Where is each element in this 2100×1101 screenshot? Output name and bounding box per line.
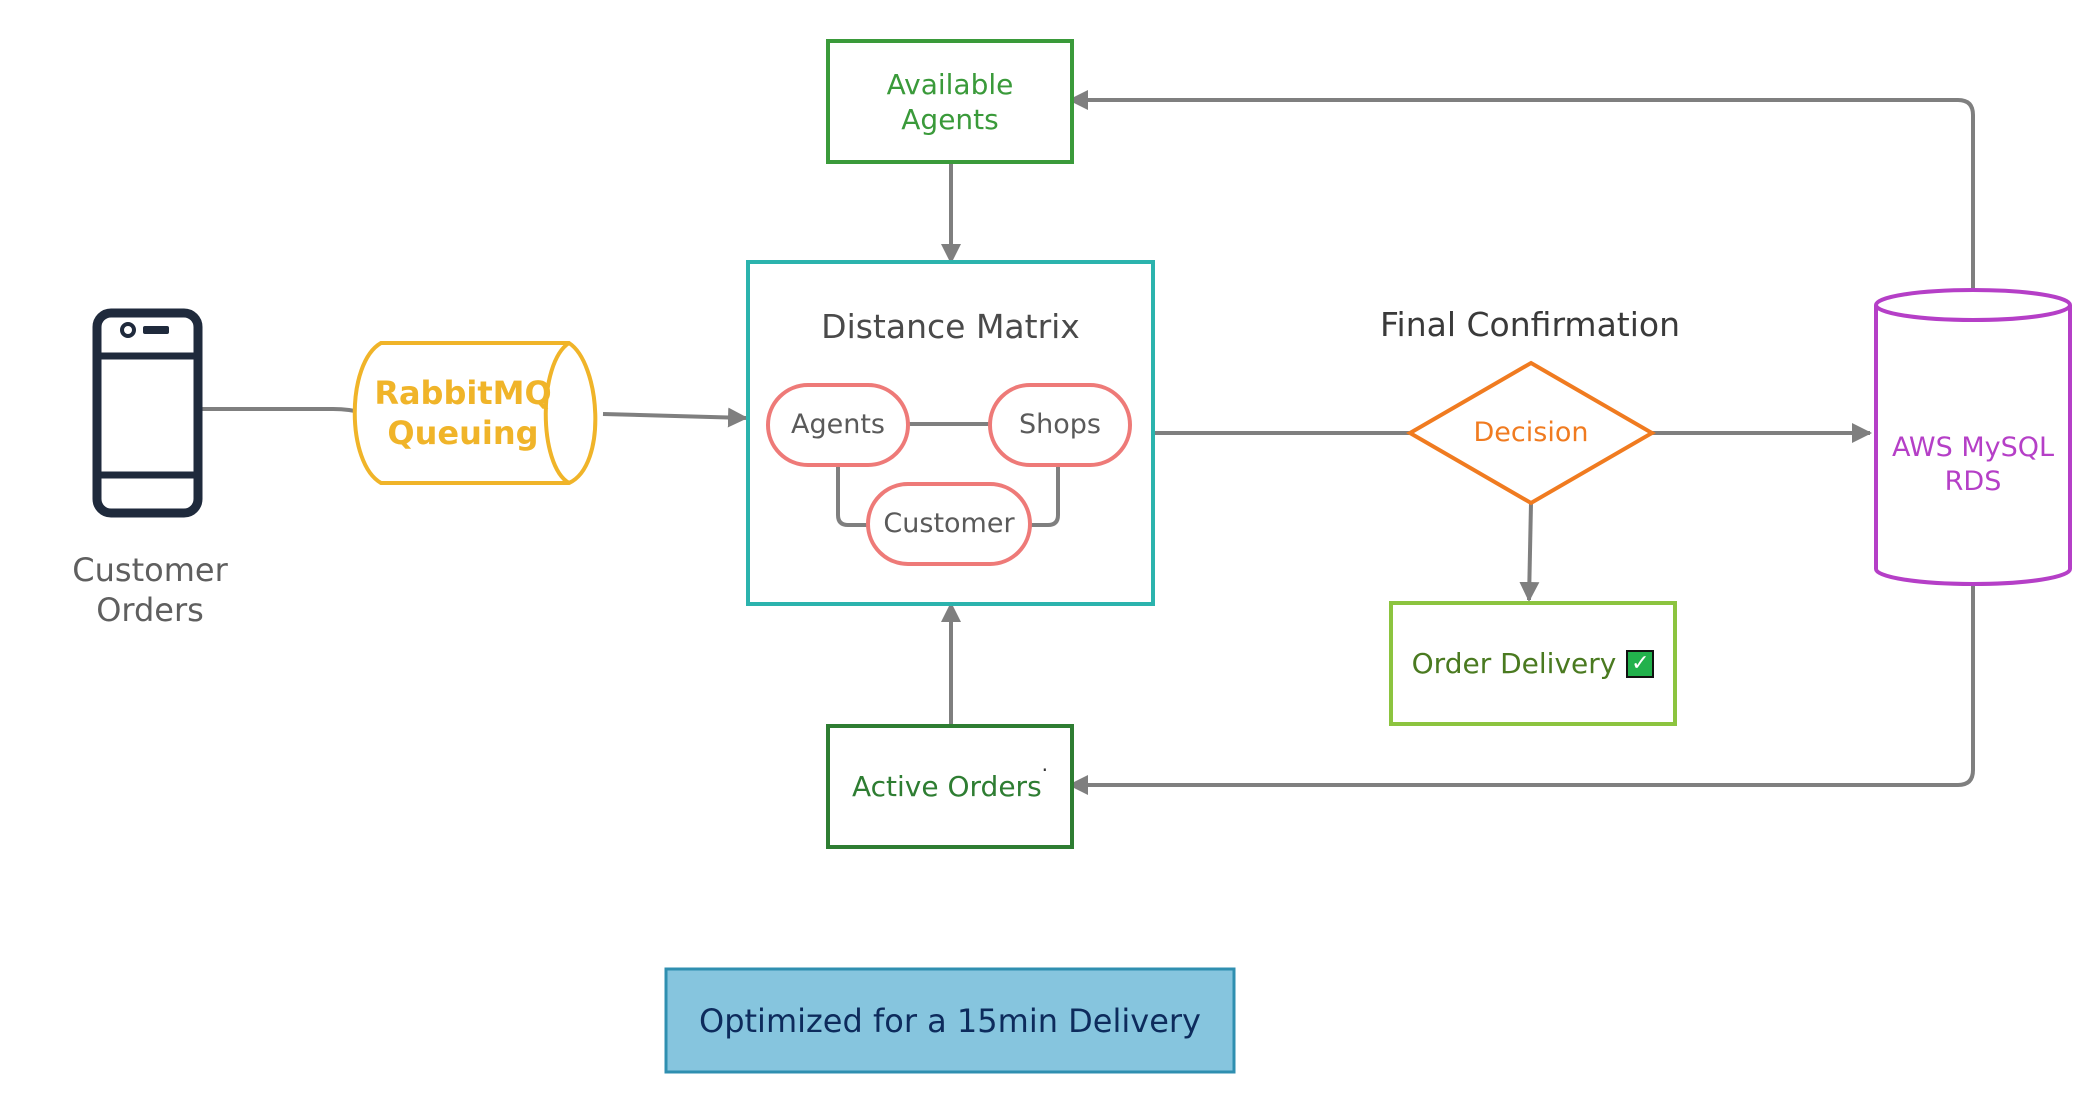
smartphone-icon bbox=[92, 308, 203, 518]
agents-node-shape bbox=[766, 383, 910, 467]
link-shops-customer bbox=[1030, 465, 1060, 527]
decision-diamond bbox=[1406, 360, 1656, 506]
decision-label: Decision bbox=[1473, 417, 1589, 449]
connector-database-to-agents bbox=[1068, 90, 1975, 290]
connector-decision-to-delivery bbox=[1519, 502, 1540, 602]
active-orders-marker: · bbox=[1041, 758, 1049, 782]
banner-label: Optimized for a 15min Delivery bbox=[699, 1001, 1201, 1040]
active-orders-box bbox=[826, 724, 1074, 849]
order-delivery-label-row: Order Delivery ✓ bbox=[1393, 605, 1673, 722]
shops-node-shape bbox=[988, 383, 1132, 467]
order-delivery-label: Order Delivery bbox=[1411, 647, 1617, 680]
shops-node: Shops bbox=[1019, 409, 1101, 441]
banner-box bbox=[664, 967, 1236, 1074]
rabbitmq-queue-shape bbox=[352, 341, 598, 485]
customer-orders-label: Customer Orders bbox=[72, 551, 228, 629]
available-agents-box bbox=[826, 39, 1074, 164]
aws-mysql-rds-label: AWS MySQL RDS bbox=[1891, 432, 2055, 497]
connector-queue-to-matrix bbox=[602, 407, 748, 428]
active-orders-label-row: Active Orders · bbox=[830, 728, 1070, 845]
link-agents-customer bbox=[836, 465, 870, 527]
database-cylinder bbox=[1874, 288, 2072, 586]
final-confirmation-title: Final Confirmation bbox=[1379, 305, 1681, 345]
check-mark-icon: ✓ bbox=[1626, 649, 1655, 678]
customer-node: Customer bbox=[883, 508, 1015, 540]
rabbitmq-queuing-label: RabbitMQ Queuing bbox=[374, 374, 552, 452]
connector-phone-to-queue bbox=[198, 407, 364, 415]
agents-node: Agents bbox=[791, 409, 885, 441]
active-orders-label: Active Orders bbox=[851, 770, 1042, 803]
distance-matrix-title: Distance Matrix bbox=[821, 307, 1080, 347]
connector-database-to-active bbox=[1068, 584, 1975, 795]
available-agents-label: Available Agents bbox=[886, 67, 1014, 136]
customer-node-shape bbox=[866, 482, 1032, 566]
